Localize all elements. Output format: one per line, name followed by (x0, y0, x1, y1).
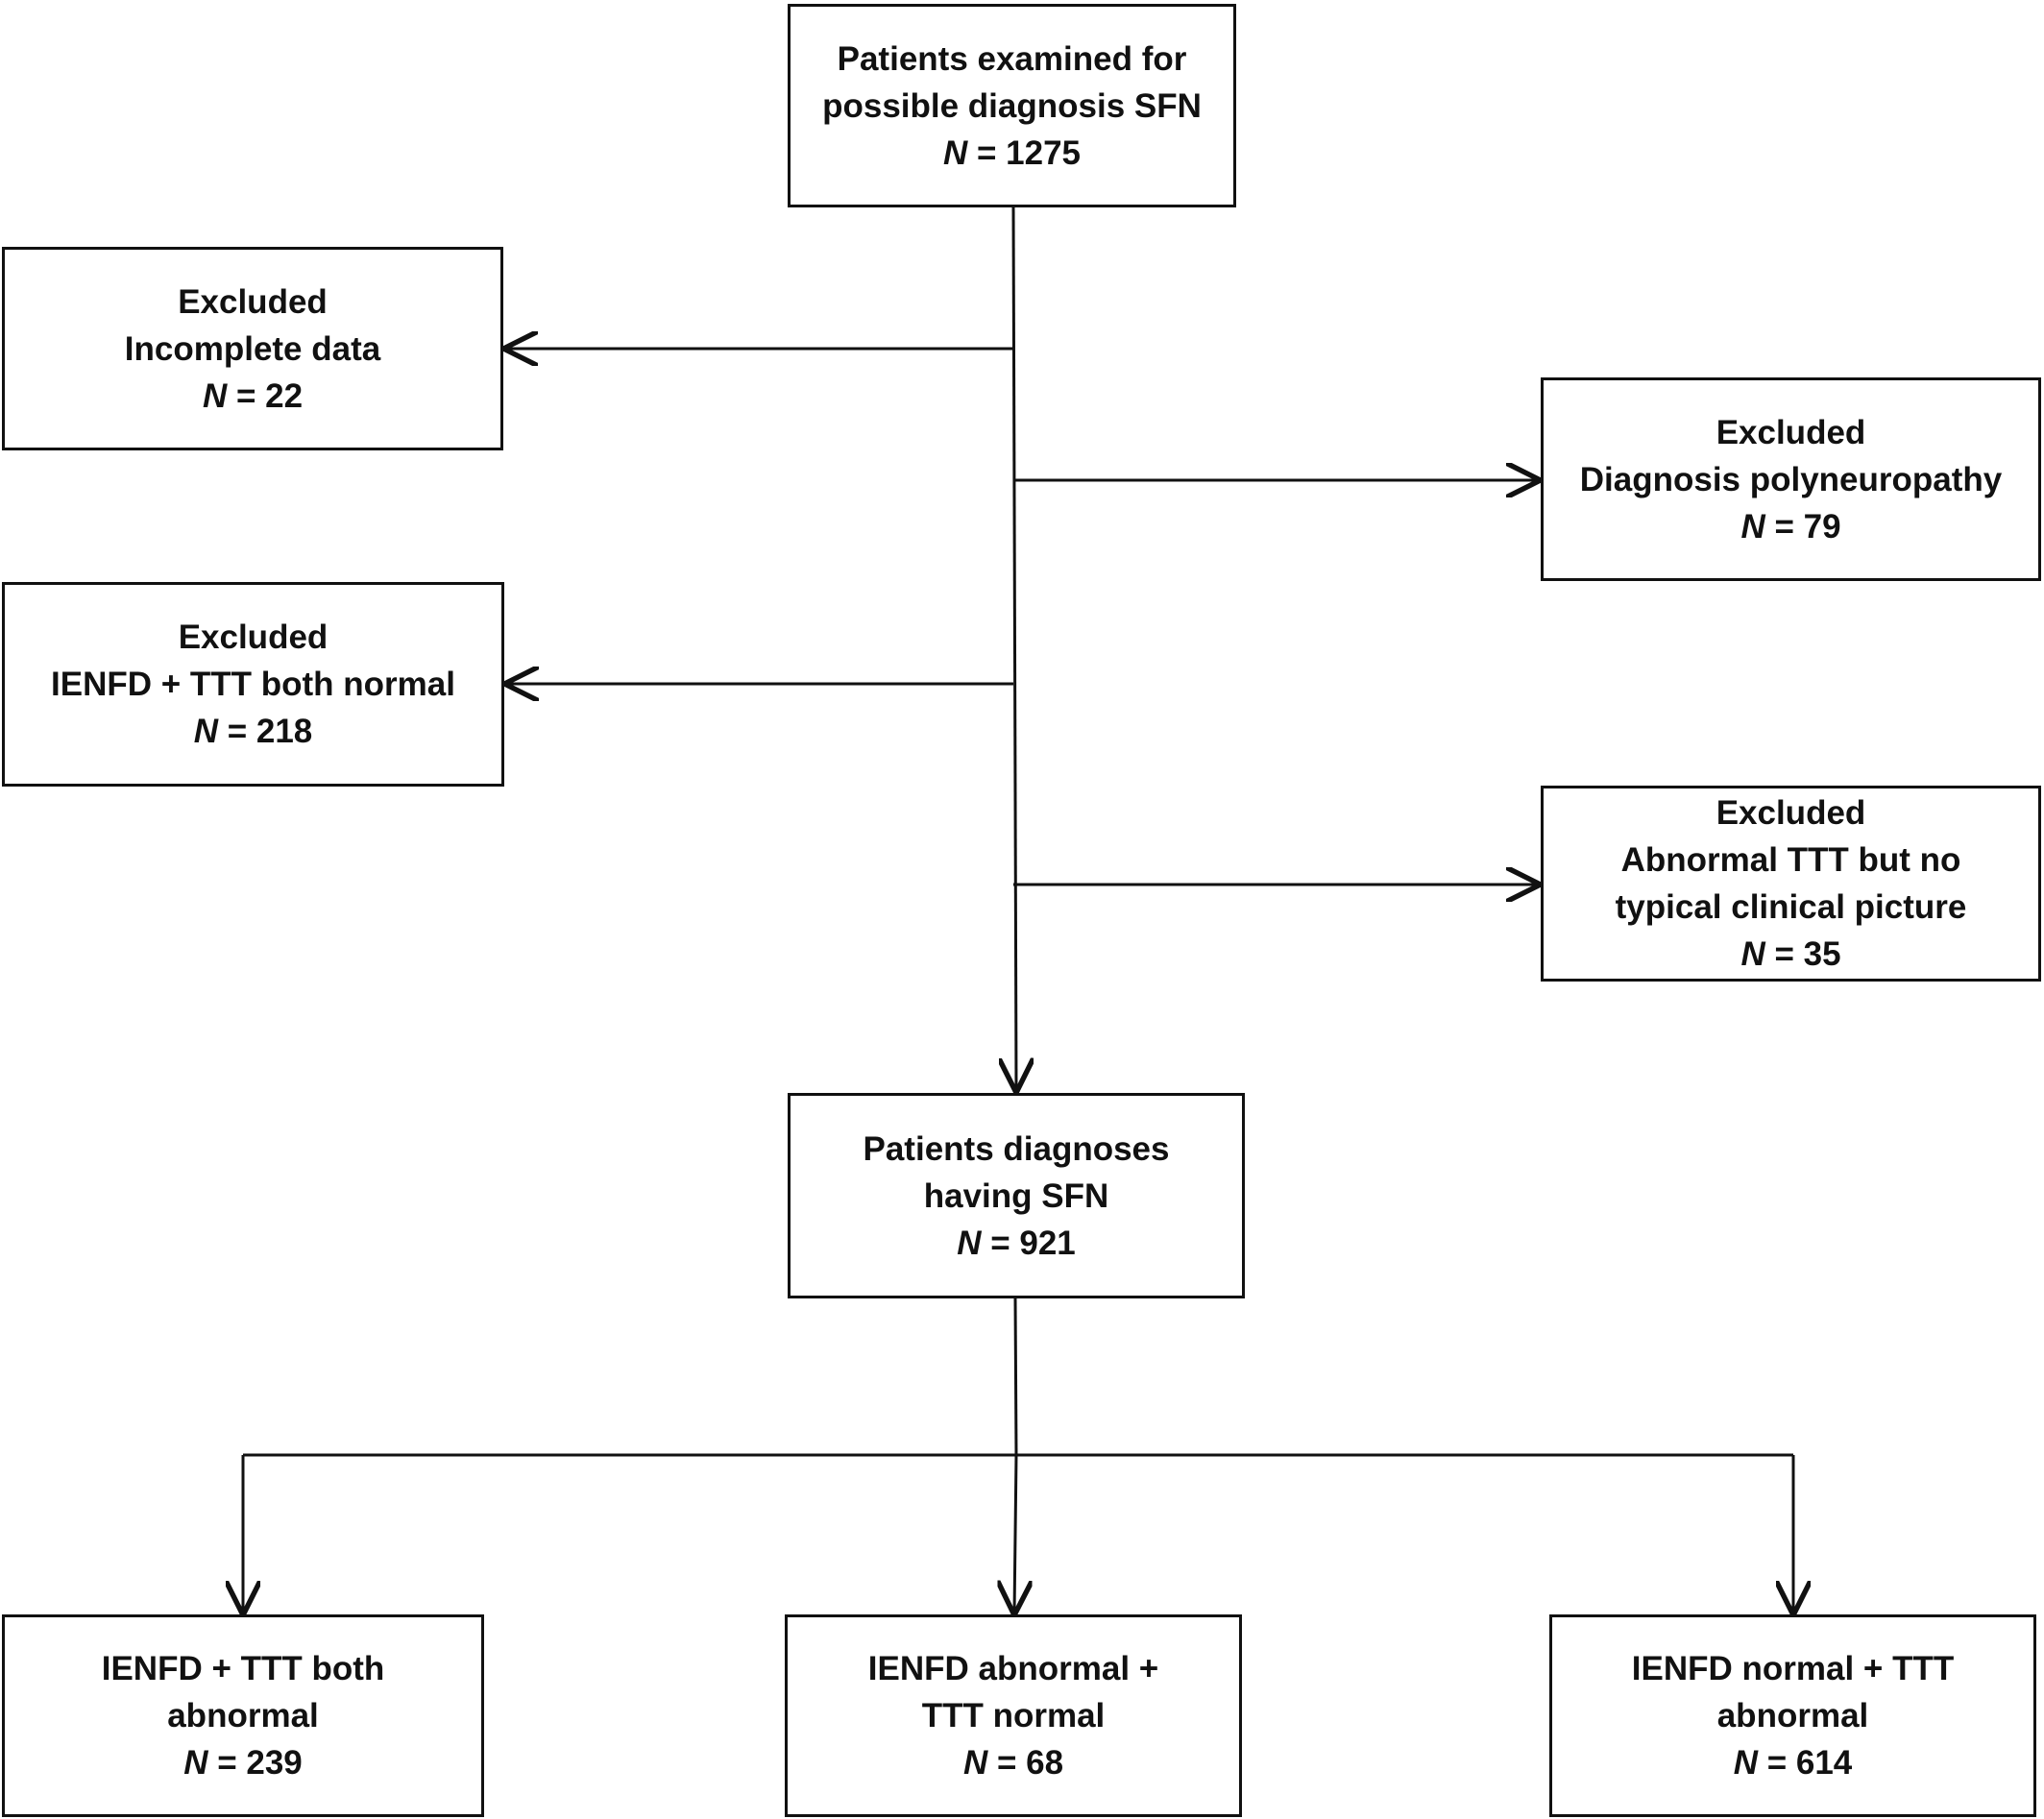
box-text-line: IENFD + TTT both (101, 1650, 385, 1687)
n-value: = 68 (987, 1744, 1064, 1782)
box-excluded-incomplete-data: Excluded Incomplete data N = 22 (2, 247, 503, 450)
n-value: = 22 (227, 376, 304, 415)
box-excluded-both-normal: Excluded IENFD + TTT both normal N = 218 (2, 582, 504, 787)
box-count: N = 614 (1734, 1739, 1853, 1786)
box-text-line: possible diagnosis SFN (822, 86, 1202, 125)
box-count: N = 239 (183, 1739, 303, 1786)
box-count: N = 22 (203, 373, 303, 420)
box-patients-diagnosed-sfn: Patients diagnoses having SFN N = 921 (788, 1093, 1245, 1298)
n-symbol: N (183, 1744, 208, 1782)
n-value: = 614 (1757, 1744, 1853, 1782)
box-text-line: Excluded (1716, 794, 1866, 832)
connector-sfn-down (1013, 1298, 1018, 1456)
box-count: N = 35 (1740, 931, 1840, 978)
box-text-line: IENFD abnormal + (867, 1650, 1159, 1687)
box-text-line: IENFD + TTT both normal (51, 666, 455, 703)
box-ienfd-normal-ttt-abnormal: IENFD normal + TTT abnormal N = 614 (1549, 1614, 2036, 1817)
box-count: N = 1275 (943, 130, 1081, 177)
n-symbol: N (1733, 1744, 1758, 1782)
box-count: N = 68 (963, 1739, 1063, 1786)
box-text-line: Diagnosis polyneuropathy (1579, 460, 2003, 498)
box-text-line: typical clinical picture (1615, 888, 1967, 926)
box-excluded-abnormal-ttt: Excluded Abnormal TTT but no typical cli… (1541, 786, 2041, 982)
n-symbol: N (193, 713, 218, 750)
box-text-line: Patients diagnoses (863, 1129, 1170, 1168)
box-text-line: Excluded (178, 618, 328, 656)
n-value: = 79 (1764, 507, 1841, 546)
box-text-line: abnormal (1716, 1697, 1869, 1734)
box-text-line: Excluded (1716, 413, 1866, 451)
box-text-line: Incomplete data (124, 329, 381, 368)
box-text-line: IENFD normal + TTT (1631, 1650, 1955, 1687)
box-count: N = 79 (1740, 503, 1840, 550)
n-symbol: N (1740, 507, 1765, 546)
n-value: = 921 (981, 1224, 1076, 1262)
n-symbol: N (942, 133, 968, 172)
connector-start-to-sfn (1013, 206, 1016, 1091)
box-text-line: TTT normal (921, 1697, 1106, 1734)
box-text-line: Abnormal TTT but no (1620, 841, 1961, 879)
n-value: = 1275 (967, 133, 1082, 172)
box-text-line: Excluded (178, 282, 328, 321)
n-symbol: N (202, 376, 228, 415)
box-text-line: having SFN (923, 1176, 1109, 1215)
connector-to-ienfd-abnormal (1014, 1454, 1016, 1613)
n-value: = 239 (207, 1744, 303, 1782)
n-value: = 218 (217, 713, 313, 750)
box-count: N = 921 (957, 1220, 1076, 1267)
box-excluded-polyneuropathy: Excluded Diagnosis polyneuropathy N = 79 (1541, 377, 2041, 581)
box-both-abnormal: IENFD + TTT both abnormal N = 239 (2, 1614, 484, 1817)
n-value: = 35 (1764, 935, 1841, 973)
n-symbol: N (957, 1224, 982, 1262)
box-text-line: Patients examined for (837, 39, 1187, 78)
box-patients-examined: Patients examined for possible diagnosis… (788, 4, 1236, 207)
n-symbol: N (962, 1744, 988, 1782)
box-text-line: abnormal (167, 1697, 319, 1734)
box-count: N = 218 (194, 708, 313, 755)
n-symbol: N (1740, 935, 1765, 973)
box-ienfd-abnormal-ttt-normal: IENFD abnormal + TTT normal N = 68 (785, 1614, 1242, 1817)
